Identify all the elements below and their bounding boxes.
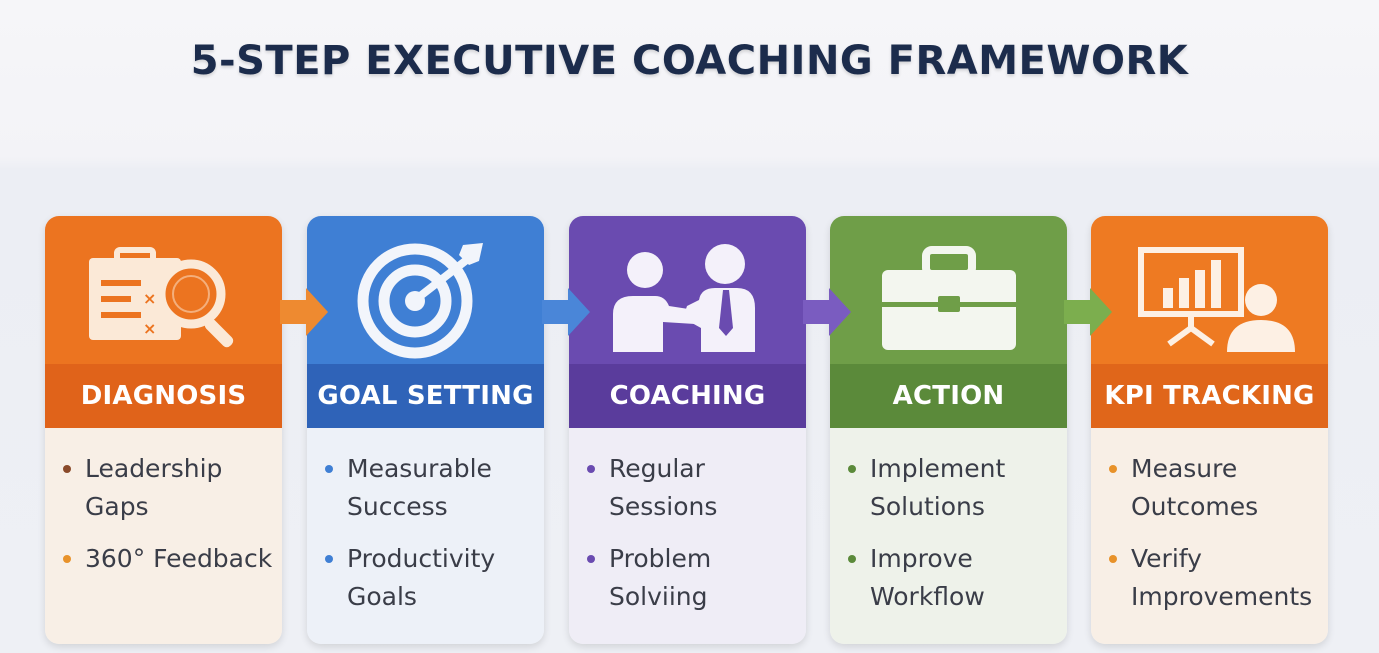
step-header: × × DIAGNOSIS xyxy=(45,216,282,428)
step-card-coaching: COACHING Regular Sessions Problem Solvii… xyxy=(569,216,806,644)
bullet-dot xyxy=(587,555,595,563)
step-header: GOAL SETTING xyxy=(307,216,544,428)
bullet-dot xyxy=(848,465,856,473)
arrow-right-icon xyxy=(1064,288,1112,336)
step-card-action: ACTION Implement Solutions Improve Workf… xyxy=(830,216,1067,644)
step-label: DIAGNOSIS xyxy=(45,364,282,428)
list-item: Problem Solviing xyxy=(587,540,806,616)
svg-text:×: × xyxy=(143,319,156,338)
step-body: Regular Sessions Problem Solviing xyxy=(569,428,806,644)
step-body: Implement Solutions Improve Workflow xyxy=(830,428,1067,644)
arrow-right-icon xyxy=(280,288,328,336)
list-item: Improve Workflow xyxy=(848,540,1067,616)
step-label: KPI TRACKING xyxy=(1091,364,1328,428)
step-label: COACHING xyxy=(569,364,806,428)
bullet-dot xyxy=(63,465,71,473)
clipboard-magnifier-icon: × × xyxy=(45,234,282,364)
bullet-dot xyxy=(848,555,856,563)
list-item: Leadership Gaps xyxy=(63,450,282,526)
two-people-icon xyxy=(569,234,806,364)
step-label: GOAL SETTING xyxy=(307,364,544,428)
step-card-goal-setting: GOAL SETTING Measurable Success Producti… xyxy=(307,216,544,644)
bullet-dot xyxy=(1109,465,1117,473)
step-header: KPI TRACKING xyxy=(1091,216,1328,428)
step-body: Measure Outcomes Verify Improvements xyxy=(1091,428,1328,644)
step-body: Measurable Success Productivity Goals xyxy=(307,428,544,644)
bullet-dot xyxy=(63,555,71,563)
list-item: 360° Feedback xyxy=(63,540,282,578)
list-item: Implement Solutions xyxy=(848,450,1067,526)
arrow-right-icon xyxy=(803,288,851,336)
list-item: Regular Sessions xyxy=(587,450,806,526)
page-title: 5-STEP EXECUTIVE COACHING FRAMEWORK xyxy=(190,38,1189,84)
list-item: Verify Improvements xyxy=(1109,540,1328,616)
step-card-kpi-tracking: KPI TRACKING Measure Outcomes Verify Imp… xyxy=(1091,216,1328,644)
target-arrow-icon xyxy=(307,234,544,364)
briefcase-icon xyxy=(830,234,1067,364)
step-card-diagnosis: × × DIAGNOSIS Leadership Gaps 360° Feedb… xyxy=(45,216,282,644)
step-header: ACTION xyxy=(830,216,1067,428)
presentation-chart-person-icon xyxy=(1091,234,1328,364)
bullet-dot xyxy=(587,465,595,473)
arrow-right-icon xyxy=(542,288,590,336)
bullet-dot xyxy=(325,465,333,473)
step-label: ACTION xyxy=(830,364,1067,428)
bullet-dot xyxy=(1109,555,1117,563)
list-item: Measure Outcomes xyxy=(1109,450,1328,526)
svg-text:×: × xyxy=(143,289,156,308)
list-item: Productivity Goals xyxy=(325,540,544,616)
step-header: COACHING xyxy=(569,216,806,428)
bullet-dot xyxy=(325,555,333,563)
list-item: Measurable Success xyxy=(325,450,544,526)
step-body: Leadership Gaps 360° Feedback xyxy=(45,428,282,644)
